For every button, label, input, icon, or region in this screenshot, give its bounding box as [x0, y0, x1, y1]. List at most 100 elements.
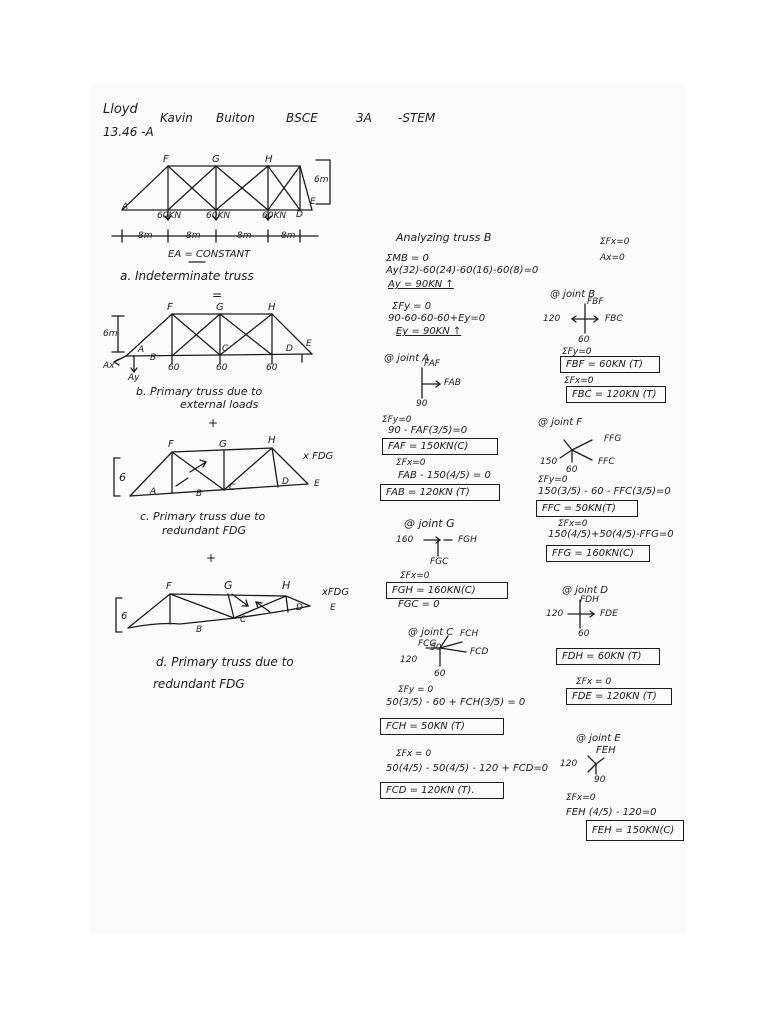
joint-label-d-c: D [282, 477, 289, 487]
joint-c-fcd: FCD [470, 647, 489, 657]
joint-label-f-c: F [168, 439, 174, 450]
joint-label-d-d: D [296, 603, 303, 613]
ey-result: Ey = 90KN ↑ [396, 326, 462, 337]
joint-e-feh: FEH [596, 745, 616, 756]
fcd-result-box: FCD = 120KN (T). [380, 782, 504, 799]
span-3: 8m [237, 231, 252, 241]
joint-c-title: @ joint C [408, 627, 454, 638]
joint-a-fab: FAB [444, 378, 461, 388]
load-b-1: 60 [168, 363, 180, 373]
joint-c-left: 120 [400, 655, 418, 665]
truss-b-drawing [111, 313, 313, 374]
joint-f-left: 150 [540, 457, 558, 467]
joint-label-a-c: A [150, 487, 157, 497]
joint-f-fy-label: ΣFy=0 [538, 475, 568, 485]
joint-b-down: 60 [578, 335, 590, 345]
joint-c-fx-eq: 50(4/5) - 50(4/5) - 120 + FCD=0 [386, 763, 549, 774]
joint-c-fy-eq: 50(3/5) - 60 + FCH(3/5) = 0 [386, 697, 526, 708]
joint-d-fx-label: ΣFx = 0 [576, 677, 612, 687]
joint-label-f-d: F [166, 581, 172, 592]
joint-d-left: 120 [546, 609, 564, 619]
joint-a-fx-eq: FAB - 150(4/5) = 0 [398, 470, 491, 481]
joint-label-b-c: B [196, 489, 203, 499]
joint-b-left: 120 [543, 314, 561, 324]
equals-sign: = [212, 288, 223, 302]
plus-sign-2: + [206, 551, 217, 565]
dim-height-c: 6 [119, 471, 126, 484]
joint-label-h-d: H [282, 579, 291, 592]
joint-label-e-d: E [330, 603, 336, 613]
truss-d-caption-1: d. Primary truss due to [156, 655, 294, 669]
joint-g-fgc: FGC [430, 557, 449, 567]
fde-result-box: FDE = 120KN (T) [566, 688, 672, 705]
joint-d-title: @ joint D [562, 585, 608, 596]
joint-label-a-a: A [122, 202, 129, 212]
load-label-3: 60KN [262, 211, 287, 221]
joint-g-fx-label: ΣFx=0 [400, 571, 430, 581]
joint-e-title: @ joint E [576, 733, 621, 744]
ay-label: Ay [128, 373, 140, 383]
joint-a-title: @ joint A [384, 353, 430, 364]
ffc-result-box: FFC = 50KN(T) [536, 500, 638, 517]
course: BSCE [286, 111, 318, 125]
fab-result-box: FAB = 120KN (T) [380, 484, 500, 501]
joint-label-e-a: E [310, 197, 316, 207]
joint-a-fy-eq: 90 - FAF(3/5)=0 [388, 425, 468, 436]
load-b-2: 60 [216, 363, 228, 373]
joint-a-faf: FAF [424, 359, 440, 369]
redundant-label-d: xFDG [322, 587, 350, 598]
joint-e-left: 120 [560, 759, 578, 769]
joint-label-a-b: A [138, 345, 145, 355]
joint-b-fx-label: ΣFx=0 [564, 376, 594, 386]
joint-label-b-d: B [196, 625, 203, 635]
ea-constant: EA = CONSTANT [168, 249, 251, 260]
joint-label-c-d: C [240, 615, 247, 625]
fy-equation: 90-60-60-60+Ey=0 [388, 313, 486, 324]
joint-label-e-b: E [306, 339, 312, 349]
truss-b-caption-2: external loads [180, 398, 259, 411]
joint-label-f-b: F [167, 302, 173, 313]
span-1: 8m [138, 231, 153, 241]
span-2: 8m [186, 231, 201, 241]
joint-d-fde: FDE [600, 609, 618, 619]
ay-equation: Ay(32)-60(24)-60(16)-60(8)=0 [386, 265, 539, 276]
joint-f-title: @ joint F [538, 417, 583, 428]
joint-label-b-b: B [150, 353, 157, 363]
joint-c-fch: FCH [460, 629, 479, 639]
ffg-result-box: FFG = 160KN(C) [546, 545, 650, 562]
ax-result: Ax=0 [600, 253, 625, 263]
truss-b-caption-1: b. Primary truss due to [136, 385, 263, 398]
notebook-page [92, 86, 684, 932]
joint-label-f-a: F [163, 154, 169, 165]
strand: -STEM [398, 111, 436, 125]
joint-f-fx-label: ΣFx=0 [558, 519, 588, 529]
truss-a-drawing [111, 159, 331, 263]
truss-c-drawing [113, 447, 309, 497]
joint-c-fx-label: ΣFx = 0 [396, 749, 432, 759]
joint-b-fbc: FBC [605, 314, 623, 324]
joint-g-title: @ joint G [404, 517, 455, 530]
faf-result-box: FAF = 150KN(C) [382, 438, 498, 455]
fch-result-box: FCH = 50KN (T) [380, 718, 504, 735]
problem-number: 13.46 -A [103, 125, 154, 139]
joint-label-d-b: D [286, 344, 293, 354]
joint-label-h-c: H [268, 435, 276, 446]
redundant-label-c: x FDG [303, 451, 334, 462]
joint-label-e-c: E [314, 479, 320, 489]
moment-equation: ΣMB = 0 [386, 253, 429, 264]
year-section: 3A [356, 111, 372, 125]
joint-e-fx-label: ΣFx=0 [566, 793, 596, 803]
joint-label-h-a: H [265, 154, 273, 165]
dim-height-a: 6m [314, 175, 329, 185]
joint-label-d-a: D [296, 210, 303, 220]
joint-f-ffc: FFC [598, 457, 615, 467]
truss-d-caption-2: redundant FDG [153, 677, 245, 691]
load-label-1: 60KN [157, 211, 182, 221]
analysis-heading: Analyzing truss B [396, 231, 492, 244]
joint-label-g-a: G [212, 154, 220, 165]
dim-height-d: 6 [121, 611, 128, 622]
fdh-result-box: FDH = 60KN (T) [556, 648, 660, 665]
dim-height-b: 6m [103, 329, 118, 339]
plus-sign-1: + [208, 416, 219, 430]
